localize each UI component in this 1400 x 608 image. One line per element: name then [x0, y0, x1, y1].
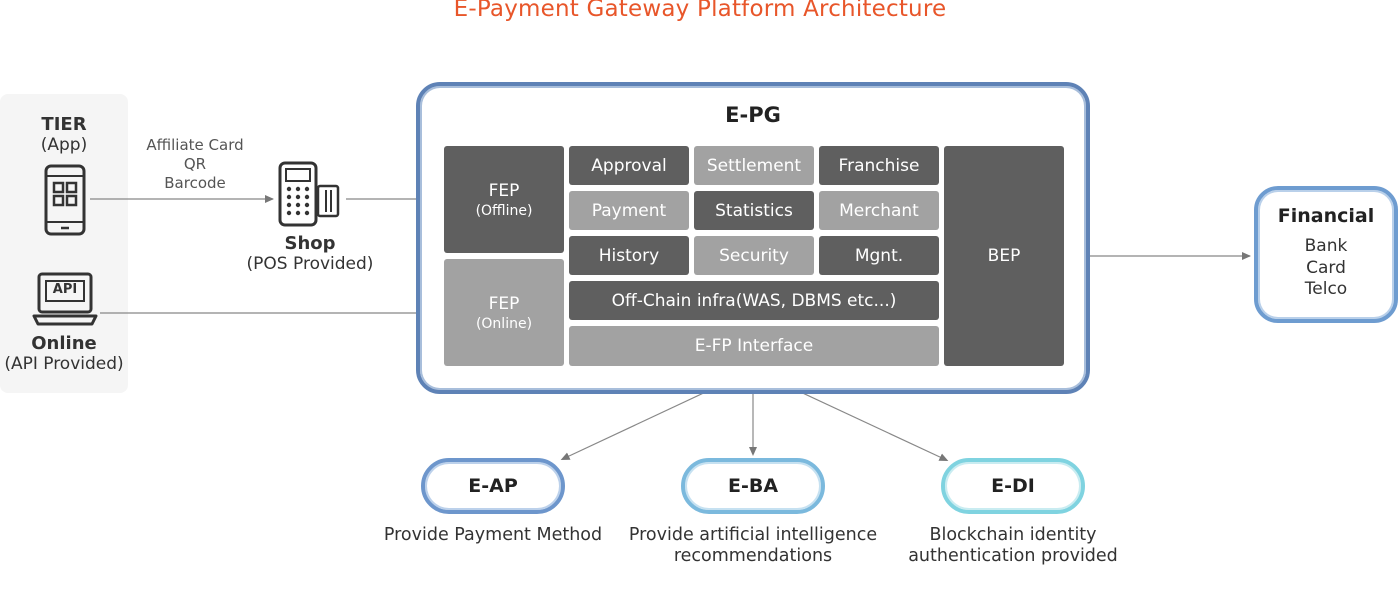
module-security: Security	[694, 236, 814, 275]
financial-item: Bank	[1304, 236, 1348, 256]
shop-title: Shop	[284, 233, 336, 254]
financial-item: Card	[1306, 257, 1346, 278]
eba-description-line: Provide artificial intelligence	[628, 525, 878, 545]
eba-description: Provide artificial intelligence recommen…	[608, 525, 898, 567]
page-title: E-Payment Gateway Platform Architecture	[453, 0, 947, 22]
edi-description: Blockchain identity authentication provi…	[883, 525, 1143, 567]
module-settlement: Settlement	[694, 146, 814, 185]
module-merchant: Merchant	[819, 191, 939, 230]
tier-title: TIER	[41, 114, 87, 135]
channel-label: QR	[183, 155, 207, 173]
eap-description: Provide Payment Method	[373, 525, 613, 546]
bep-block: BEP	[944, 146, 1064, 366]
channel-labels: Affiliate Card QR Barcode	[130, 136, 260, 193]
eba-description-line: recommendations	[673, 546, 833, 566]
shop-subtitle: (POS Provided)	[246, 254, 374, 274]
financial-item: Telco	[1304, 279, 1348, 299]
module-payment: Payment	[569, 191, 689, 230]
efp-interface-block: E-FP Interface	[569, 326, 939, 366]
edi-pill: E-DI	[941, 458, 1085, 514]
module-history: History	[569, 236, 689, 275]
fep-offline-sub: (Offline)	[475, 202, 533, 219]
module-approval: Approval	[569, 146, 689, 185]
module-franchise: Franchise	[819, 146, 939, 185]
smartphone-icon	[44, 164, 86, 236]
pos-terminal-icon	[278, 161, 340, 227]
financial-list: Bank Card Telco	[1254, 236, 1398, 301]
client-panel	[0, 94, 128, 393]
online-title: Online	[31, 333, 97, 354]
offchain-infra-block: Off-Chain infra(WAS, DBMS etc...)	[569, 281, 939, 320]
epg-title: E-PG	[725, 103, 781, 127]
eba-pill: E-BA	[681, 458, 825, 514]
fep-online-sub: (Online)	[475, 315, 533, 332]
fep-offline-block: FEP (Offline)	[444, 146, 564, 253]
financial-title: Financial	[1277, 205, 1375, 227]
module-statistics: Statistics	[694, 191, 814, 230]
laptop-api-icon	[32, 272, 98, 326]
eap-description-line: Provide Payment Method	[383, 525, 603, 545]
api-icon-label: API	[52, 282, 78, 297]
tier-subtitle: (App)	[40, 135, 88, 155]
channel-label: Affiliate Card	[146, 136, 244, 154]
edi-description-line: Blockchain identity	[929, 525, 1097, 545]
fep-online-block: FEP (Online)	[444, 259, 564, 366]
edi-description-line: authentication provided	[908, 546, 1118, 566]
fep-offline-label: FEP	[488, 180, 520, 201]
financial-box	[1254, 186, 1398, 323]
channel-label: Barcode	[164, 174, 226, 192]
fep-online-label: FEP	[488, 293, 520, 314]
eap-pill: E-AP	[421, 458, 565, 514]
online-subtitle: (API Provided)	[4, 354, 124, 374]
module-management: Mgnt.	[819, 236, 939, 275]
